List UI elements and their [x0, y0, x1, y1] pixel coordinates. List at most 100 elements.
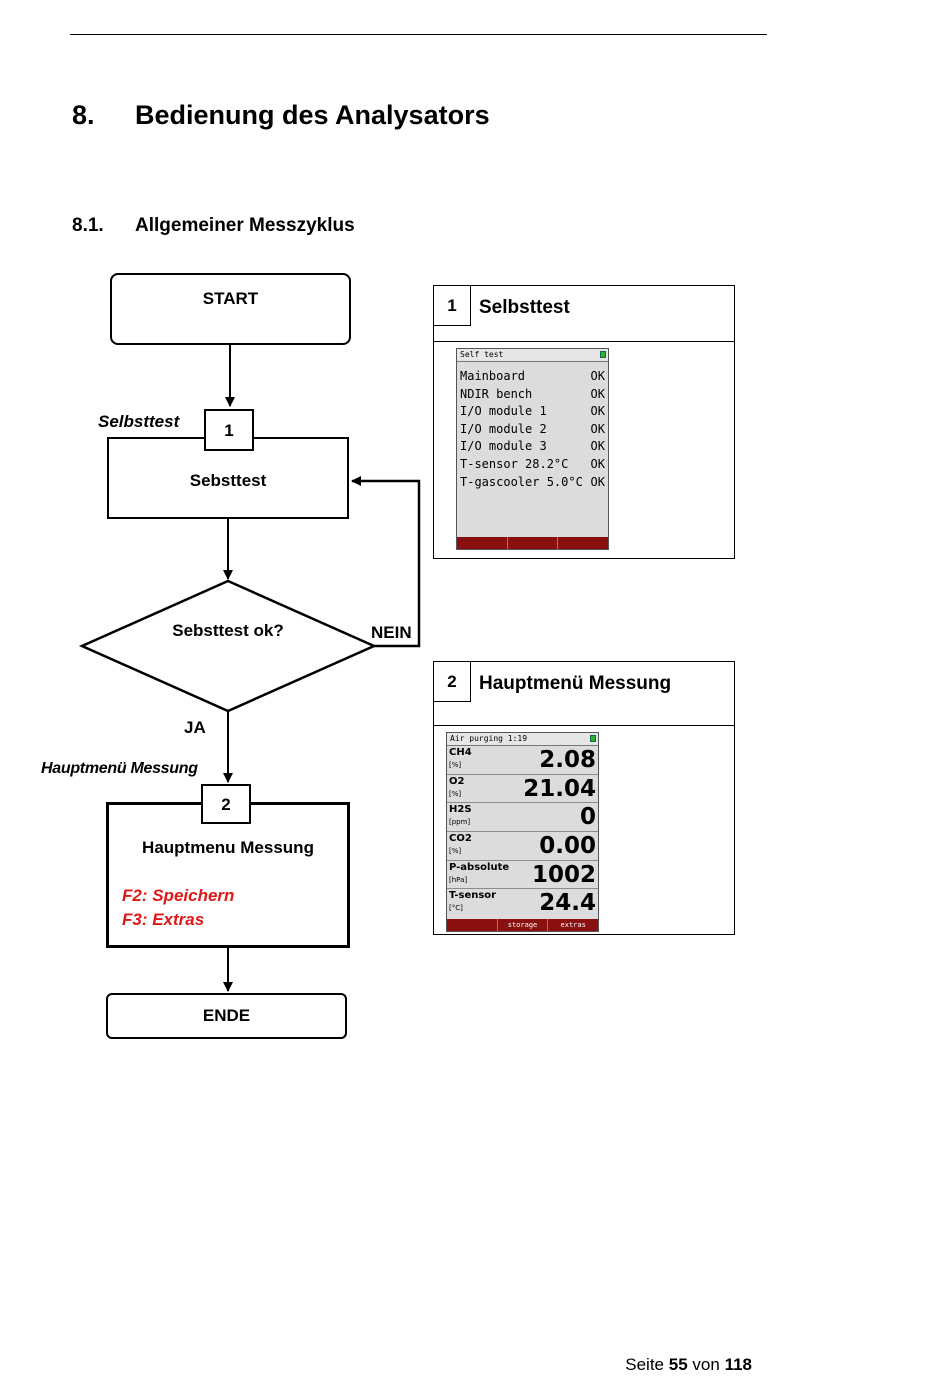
panel-selftest-number: 1 [434, 286, 471, 326]
step2-number-badge: 2 [201, 784, 251, 824]
footer-page-number: 55 [668, 1355, 688, 1374]
measure-softkey-bar: storage extras [447, 919, 598, 931]
gas-unit: [°C] [449, 904, 463, 913]
gas-unit: [%] [449, 789, 462, 798]
arrow-no-loop [351, 476, 421, 648]
measure-row: T-sensor [°C] 24.4 [447, 889, 598, 918]
measure-row: P-absolute [hPa] 1002 [447, 861, 598, 890]
yes-label: JA [184, 718, 206, 737]
softkey-f2[interactable] [506, 537, 558, 549]
measure-row: O2 [%] 21.04 [447, 775, 598, 804]
softkey-f1[interactable] [457, 537, 507, 549]
start-label: START [202, 289, 259, 308]
gas-value: 0 [579, 804, 596, 831]
footer-prefix: Seite [625, 1355, 665, 1374]
row-name: T-sensor 28.2°C [460, 456, 569, 471]
gas-unit: [%] [449, 847, 462, 856]
selftest-step-label: Selbsttest [98, 412, 180, 431]
measure-row: CO2 [%] 0.00 [447, 832, 598, 861]
decision-label: Sebsttest ok? [172, 621, 284, 640]
softkey-f3[interactable] [557, 537, 608, 549]
section-title: Allgemeiner Messzyklus [135, 215, 355, 236]
gas-value: 21.04 [523, 775, 596, 802]
no-label: NEIN [371, 623, 412, 642]
softkey-storage[interactable]: storage [496, 919, 548, 931]
footer-middle: von [692, 1355, 720, 1374]
row-name: I/O module 3 [460, 439, 547, 454]
row-name: I/O module 2 [460, 421, 547, 436]
main-measure-box: Hauptmenu Messung F2: Speichern F3: Extr… [106, 802, 350, 948]
gas-unit: [hPa] [449, 875, 468, 884]
gas-name: O2 [449, 775, 465, 787]
step1-number-badge: 1 [204, 409, 254, 451]
selftest-row: T-gascooler 5.0°C OK [457, 474, 608, 492]
measure-row: H2S [ppm] 0 [447, 803, 598, 833]
gas-unit: [%] [449, 761, 462, 769]
main-measure-box-label: Hauptmenu Messung [142, 838, 314, 857]
section-number: 8.1. [72, 215, 104, 236]
row-name: I/O module 1 [460, 404, 547, 419]
softkey-extras[interactable]: extras [547, 919, 598, 931]
panel-selftest-header: 1 Selbsttest [434, 286, 734, 342]
row-status: OK [590, 404, 605, 419]
selftest-row: I/O module 2 OK [457, 421, 608, 439]
chapter-number: 8. [72, 100, 95, 130]
decision-diamond [78, 579, 378, 713]
row-status: OK [590, 386, 605, 401]
gas-name: P-absolute [449, 861, 510, 873]
measure-row: CH4 [%] 2.08 [447, 746, 598, 775]
row-status: OK [590, 439, 605, 454]
row-name: NDIR bench [460, 386, 533, 401]
start-box: START [110, 273, 351, 345]
row-status: OK [590, 456, 605, 471]
panel-main-number: 2 [434, 662, 471, 702]
end-box: ENDE [106, 993, 347, 1039]
end-label: ENDE [202, 1006, 251, 1025]
selftest-screen-title-text: Self test [460, 350, 504, 359]
selftest-box-label: Sebsttest [189, 471, 267, 490]
gas-name: H2S [449, 804, 472, 816]
header-rule [70, 34, 767, 35]
gas-value: 2.08 [539, 747, 596, 773]
selftest-box: Sebsttest [107, 437, 349, 519]
row-status: OK [590, 369, 605, 383]
status-led-icon [590, 735, 596, 742]
selftest-row: NDIR bench OK [457, 386, 608, 404]
gas-name: T-sensor [449, 890, 497, 902]
panel-main-title: Hauptmenü Messung [479, 673, 672, 694]
footer-total-pages: 118 [724, 1355, 752, 1374]
panel-main-measure: 2 Hauptmenü Messung Air purging 1:19 CH4… [433, 661, 735, 935]
selftest-screen-title: Self test [457, 349, 608, 362]
main-step-label: Hauptmenü Messung [41, 760, 198, 777]
chapter-title: Bedienung des Analysators [135, 100, 490, 130]
gas-name: CH4 [449, 747, 472, 758]
status-led-icon [600, 351, 606, 358]
row-status: OK [590, 421, 605, 436]
selftest-row: Mainboard OK [457, 368, 608, 386]
row-name: T-gascooler 5.0°C [460, 474, 583, 489]
gas-value: 0.00 [539, 833, 596, 860]
softkey-f1[interactable] [447, 919, 497, 931]
measure-screen-title: Air purging 1:19 [447, 733, 598, 746]
f3-extras-label: F3: Extras [122, 910, 205, 929]
measure-screen: Air purging 1:19 CH4 [%] 2.08 O2 [%] 21.… [446, 732, 599, 932]
gas-name: CO2 [449, 833, 472, 845]
selftest-softkey-bar [457, 537, 608, 549]
gas-unit: [ppm] [449, 818, 471, 827]
gas-value: 24.4 [539, 890, 596, 917]
measure-screen-title-text: Air purging 1:19 [450, 734, 528, 743]
selftest-row: I/O module 3 OK [457, 438, 608, 456]
f2-save-label: F2: Speichern [122, 886, 235, 905]
selftest-row: T-sensor 28.2°C OK [457, 456, 608, 474]
page-footer: Seite 55 von 118 [625, 1355, 752, 1375]
selftest-row: I/O module 1 OK [457, 403, 608, 421]
row-status: OK [590, 474, 605, 489]
panel-main-header: 2 Hauptmenü Messung [434, 662, 734, 726]
row-name: Mainboard [460, 369, 526, 383]
panel-selftest-title: Selbsttest [479, 297, 570, 318]
measure-list: CH4 [%] 2.08 O2 [%] 21.04 H2S [ppm] 0 CO… [447, 746, 598, 918]
